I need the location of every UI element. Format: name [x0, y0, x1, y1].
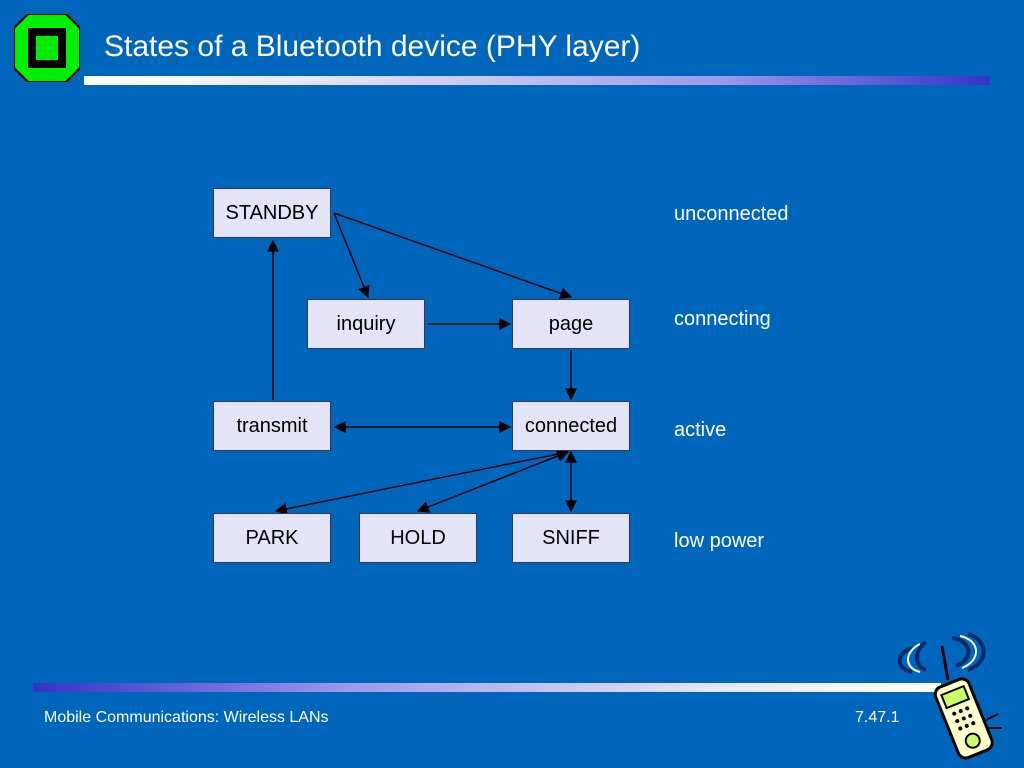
state-sniff: SNIFF [512, 513, 630, 563]
slide-title: States of a Bluetooth device (PHY layer) [104, 30, 641, 63]
mobile-phone-clipart-icon [897, 632, 1002, 760]
title-divider [84, 76, 990, 85]
university-logo-icon [14, 14, 80, 82]
state-page: page [512, 299, 630, 349]
level-label-connecting: connecting [674, 308, 771, 330]
footer-course-title: Mobile Communications: Wireless LANs [44, 709, 329, 726]
state-inquiry: inquiry [307, 299, 425, 349]
state-transmit: transmit [213, 401, 331, 451]
state-standby: STANDBY [213, 188, 331, 238]
arrow-connected-hold [416, 450, 570, 513]
arrow-standby-inquiry [333, 212, 370, 299]
arrow-standby-page [333, 212, 573, 300]
state-connected: connected [512, 401, 630, 451]
level-label-active: active [674, 419, 727, 441]
level-label-unconnected: unconnected [674, 203, 789, 225]
footer-divider [33, 683, 941, 692]
footer-slide-number: 7.47.1 [855, 709, 900, 726]
arrow-connected-park [274, 448, 570, 515]
state-hold: HOLD [359, 513, 477, 563]
state-park: PARK [213, 513, 331, 563]
level-label-low-power: low power [674, 530, 765, 552]
